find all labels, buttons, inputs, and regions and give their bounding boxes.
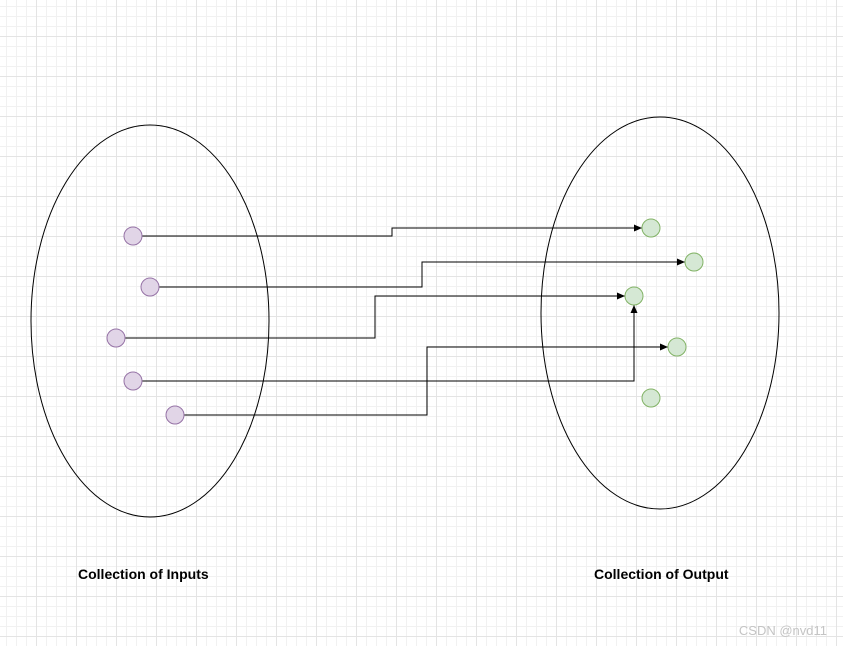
watermark: CSDN @nvd11 bbox=[738, 623, 827, 638]
input-node-2[interactable] bbox=[140, 277, 160, 297]
input-node-1[interactable] bbox=[123, 226, 143, 246]
output-node-4[interactable] bbox=[667, 337, 687, 357]
connector-1[interactable] bbox=[142, 224, 642, 237]
output-set-ellipse[interactable] bbox=[540, 116, 780, 510]
connector-3[interactable] bbox=[125, 292, 625, 339]
connector-5[interactable] bbox=[184, 343, 668, 416]
output-node-3[interactable] bbox=[624, 286, 644, 306]
input-set-ellipse[interactable] bbox=[30, 124, 270, 518]
output-collection-label: Collection of Output bbox=[594, 566, 729, 582]
output-node-2[interactable] bbox=[684, 252, 704, 272]
output-node-1[interactable] bbox=[641, 218, 661, 238]
connector-2[interactable] bbox=[159, 258, 685, 288]
input-collection-label: Collection of Inputs bbox=[78, 566, 209, 582]
input-node-4[interactable] bbox=[123, 371, 143, 391]
connector-4[interactable] bbox=[142, 305, 638, 382]
output-node-5[interactable] bbox=[641, 388, 661, 408]
input-node-5[interactable] bbox=[165, 405, 185, 425]
input-node-3[interactable] bbox=[106, 328, 126, 348]
